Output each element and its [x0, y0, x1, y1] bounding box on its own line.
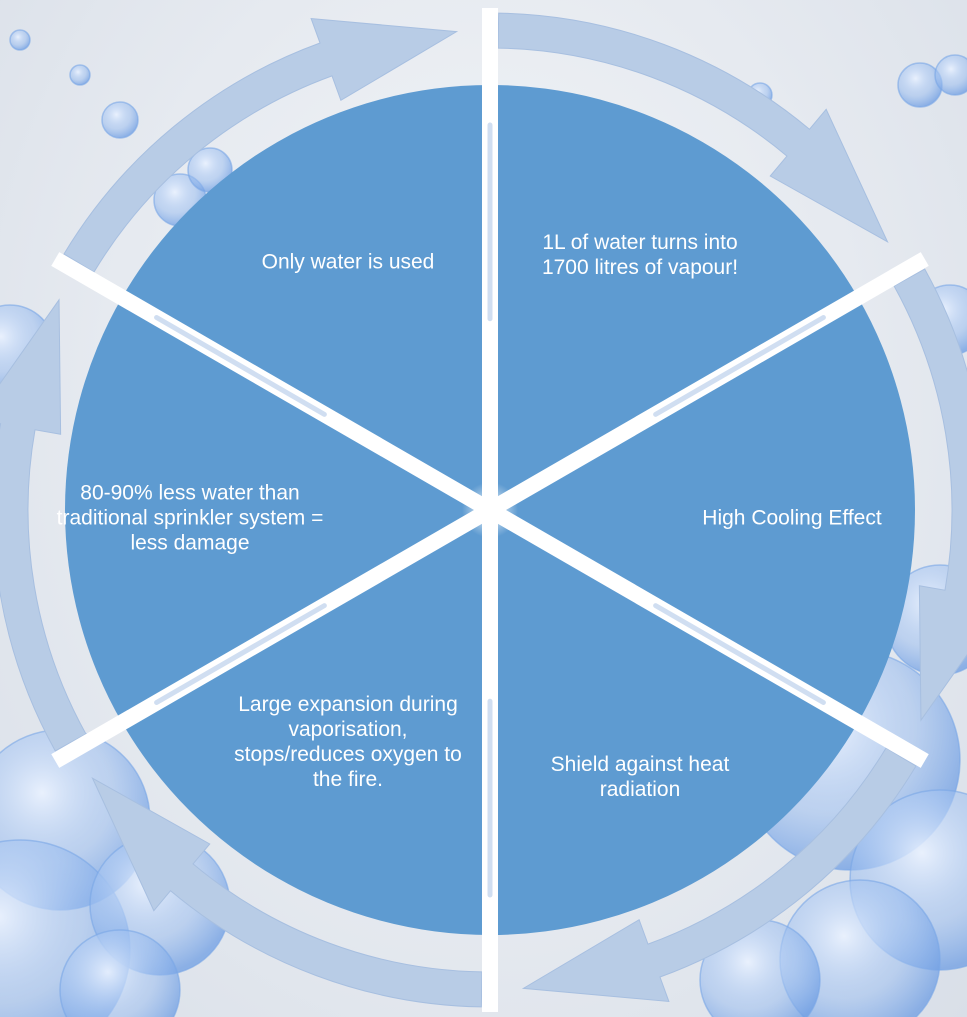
cycle-arrow-4 [0, 298, 87, 752]
divider-shine-5 [154, 315, 327, 417]
bubble-16 [59, 929, 181, 1017]
bubble-0 [9, 29, 31, 51]
segment-top-left [121, 85, 490, 510]
segment-label-heat-shield: Shield against heat radiation [550, 753, 730, 801]
bubble-2 [101, 101, 139, 139]
segment-label-cooling-effect: High Cooling Effect [702, 506, 882, 530]
segment-dividers [51, 8, 929, 1012]
cycle-arrow-3 [91, 776, 483, 1008]
bubble-6 [934, 54, 967, 96]
segment-label-water-to-vapour: 1L of water turns into 1700 litres of va… [541, 231, 739, 279]
bubble-1 [69, 64, 91, 86]
center-glow [462, 482, 518, 538]
segment-label-less-water: 80-90% less water than traditional sprin… [56, 481, 324, 555]
segment-bottom-right [490, 510, 859, 935]
segment-bottom-left [121, 510, 490, 935]
cycle-arrow-5 [63, 17, 459, 273]
segment-left [64, 297, 491, 723]
divider-shine-1 [653, 315, 826, 417]
cycle-arrow-1 [893, 268, 967, 722]
divider-shine-2 [653, 603, 826, 705]
pie-segments [64, 85, 915, 935]
divider-shine-4 [154, 603, 327, 705]
cycle-arrow-0 [497, 12, 889, 244]
cycle-arrow-2 [521, 747, 917, 1003]
segment-label-expansion: Large expansion during vaporisation, sto… [234, 693, 462, 791]
segment-label-only-water: Only water is used [261, 250, 435, 274]
segment-top-right [490, 85, 859, 510]
cycle-arrows [0, 12, 967, 1008]
segment-right [490, 297, 915, 723]
